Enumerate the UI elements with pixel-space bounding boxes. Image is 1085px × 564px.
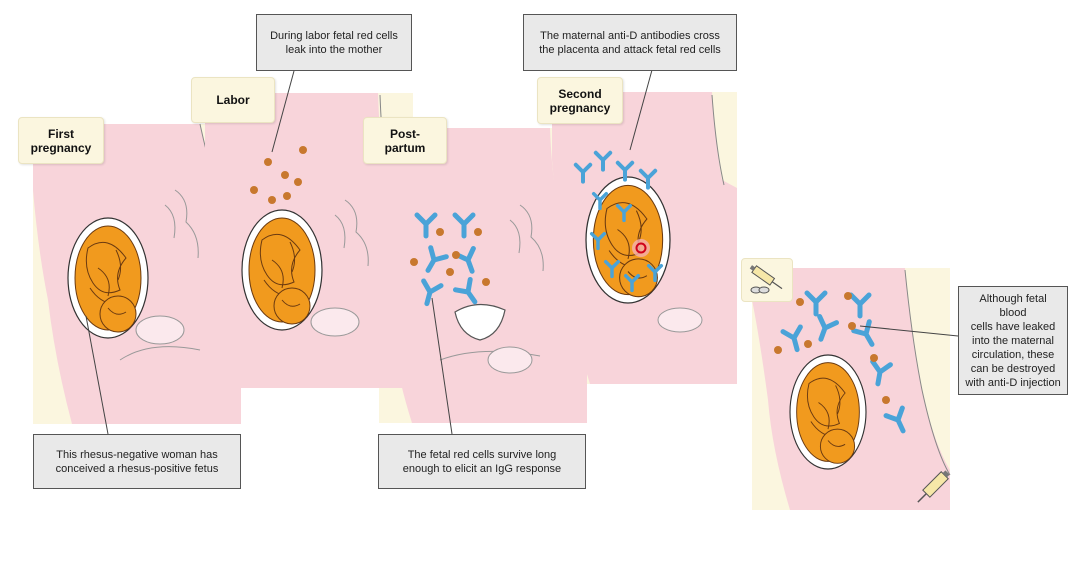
second-pregnancy-illustration (552, 92, 737, 384)
callout-injection: Although fetal blood cells have leaked i… (958, 286, 1068, 395)
syringe-vial-icon-box (741, 258, 793, 302)
callout-first-pregnancy: This rhesus-negative woman has conceived… (33, 434, 241, 489)
attacked-red-cell (635, 242, 647, 254)
syringe-icon (749, 265, 783, 294)
callout-second-pregnancy: The maternal anti-D antibodies cross the… (523, 14, 737, 71)
postpartum-illustration (379, 128, 587, 423)
label-second-pregnancy: Second pregnancy (537, 77, 623, 124)
red-cells-postpartum (410, 228, 490, 286)
callout-postpartum: The fetal red cells survive long enough … (378, 434, 586, 489)
label-first-pregnancy: First pregnancy (18, 117, 104, 164)
injection-illustration (752, 268, 951, 510)
callout-labor: During labor fetal red cells leak into t… (256, 14, 412, 71)
vial-icon (750, 286, 770, 294)
fetal-red-cells (250, 146, 307, 204)
syringe-icon (917, 470, 950, 503)
label-labor: Labor (191, 77, 275, 123)
label-post-partum: Post- partum (363, 117, 447, 164)
labor-illustration (205, 93, 413, 388)
attacked-cell-glow (632, 239, 650, 257)
